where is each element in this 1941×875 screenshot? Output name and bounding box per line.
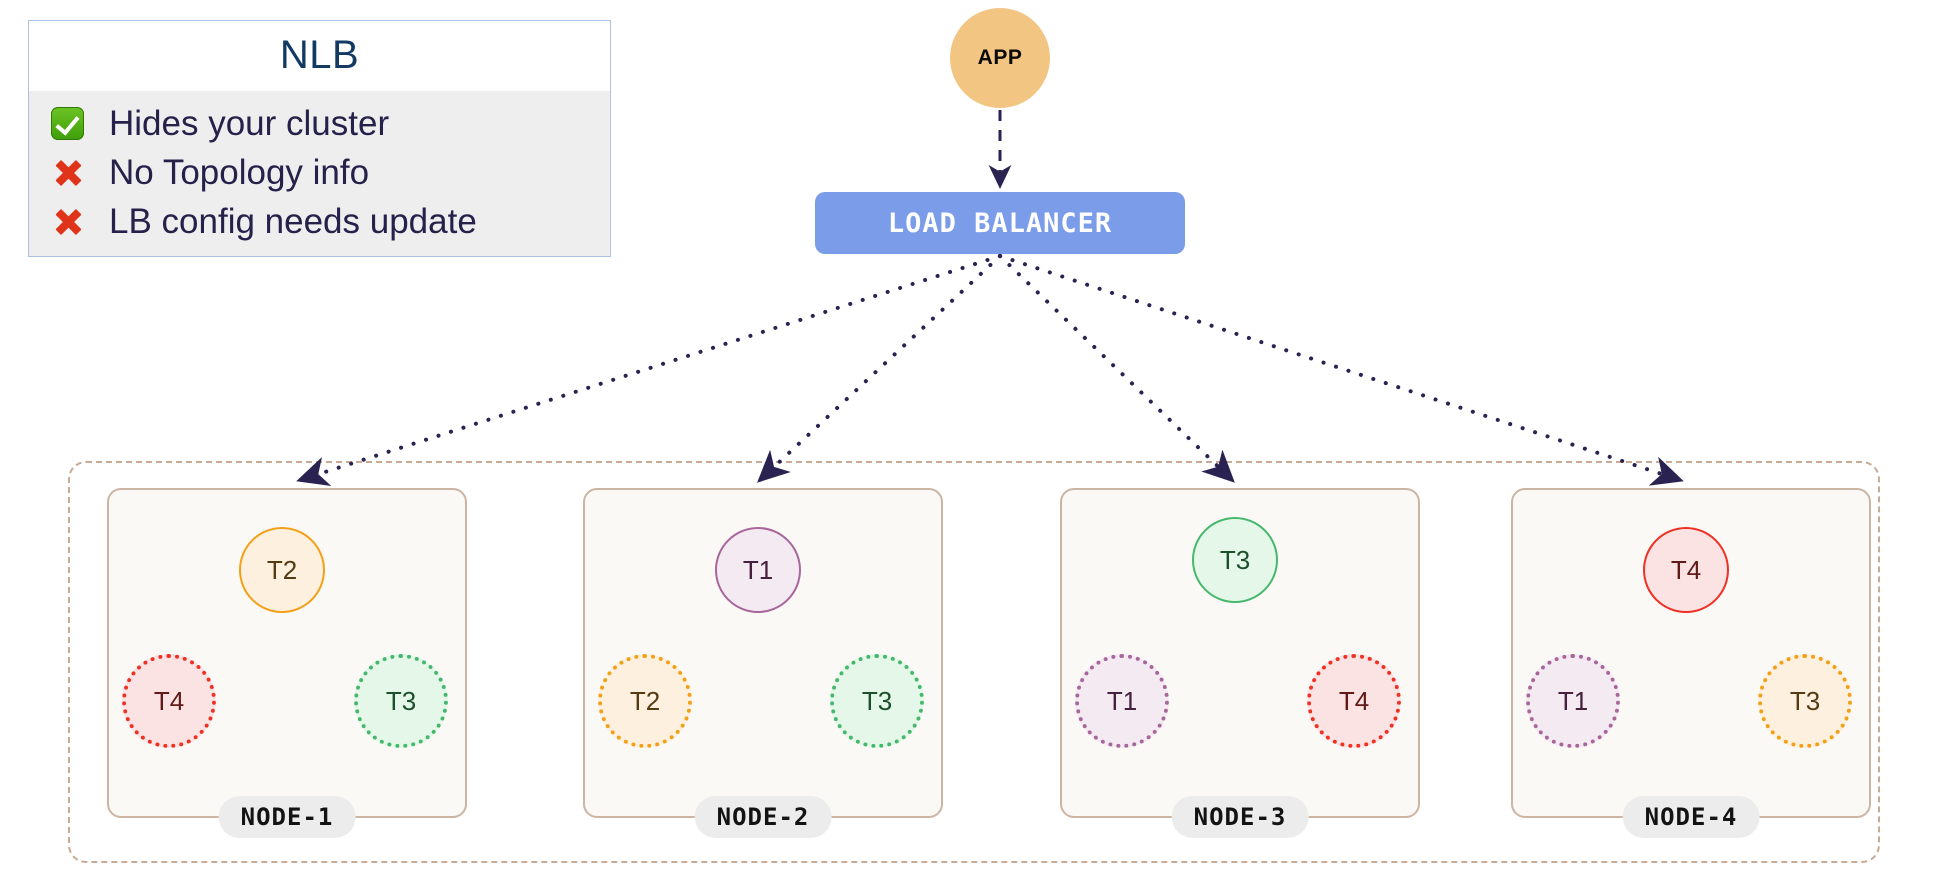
node-name-badge: NODE-2 [694,796,832,838]
edge-lb-to-node-1 [296,254,1002,486]
shard-replica: T3 [354,654,448,748]
shard-label: T3 [861,686,893,716]
check-mark-icon [51,107,97,140]
node-box-1: T2 T4 T3 NODE-1 [107,488,467,838]
node-name-badge: NODE-1 [218,796,356,838]
shard-replica: T4 [122,654,216,748]
shard-replica: T3 [830,654,924,748]
node-name-badge: NODE-3 [1171,796,1309,838]
edge-lb-to-node-3 [998,254,1235,483]
nlb-legend-body: Hides your cluster No Topology info LB c… [29,91,610,256]
shard-label: T4 [1338,686,1370,716]
load-balancer-node: LOAD BALANCER [815,192,1185,254]
shard-replica: T3 [1758,654,1852,748]
shard-label: T1 [742,555,774,585]
shard-primary: T1 [715,527,801,613]
edge-lb-to-node-4 [998,254,1684,486]
shard-primary: T4 [1643,527,1729,613]
node-box-3: T3 T1 T4 NODE-3 [1060,488,1420,838]
legend-item: LB config needs update [29,197,610,246]
app-node-label: APP [977,46,1023,69]
shard-label: T2 [266,555,298,585]
shard-label: T3 [1789,686,1821,716]
node-box-4: T4 T1 T3 NODE-4 [1511,488,1871,838]
shard-label: T2 [629,686,661,716]
legend-item-label: Hides your cluster [109,103,390,143]
shard-label: T3 [385,686,417,716]
node-name-badge: NODE-4 [1622,796,1760,838]
shard-replica: T1 [1526,654,1620,748]
shard-label: T4 [153,686,185,716]
shard-label: T1 [1106,686,1138,716]
legend-item-label: LB config needs update [109,201,477,241]
nlb-title: NLB [279,33,360,77]
nlb-legend-header: NLB [29,21,610,91]
shard-replica: T2 [598,654,692,748]
app-node: APP [950,8,1050,108]
shard-primary: T2 [239,527,325,613]
cross-mark-icon [51,205,97,239]
shard-replica: T4 [1307,654,1401,748]
load-balancer-label: LOAD BALANCER [887,207,1113,239]
shard-label: T1 [1557,686,1589,716]
shard-primary: T3 [1192,517,1278,603]
edge-lb-to-node-2 [757,254,1002,483]
shard-label: T3 [1219,545,1251,575]
shard-label: T4 [1670,555,1702,585]
legend-item: Hides your cluster [29,99,610,148]
legend-item-label: No Topology info [109,152,370,192]
nlb-legend-panel: NLB Hides your cluster No Topology info … [28,20,611,257]
shard-replica: T1 [1075,654,1169,748]
legend-item: No Topology info [29,148,610,197]
node-box-2: T1 T2 T3 NODE-2 [583,488,943,838]
cross-mark-icon [51,156,97,190]
